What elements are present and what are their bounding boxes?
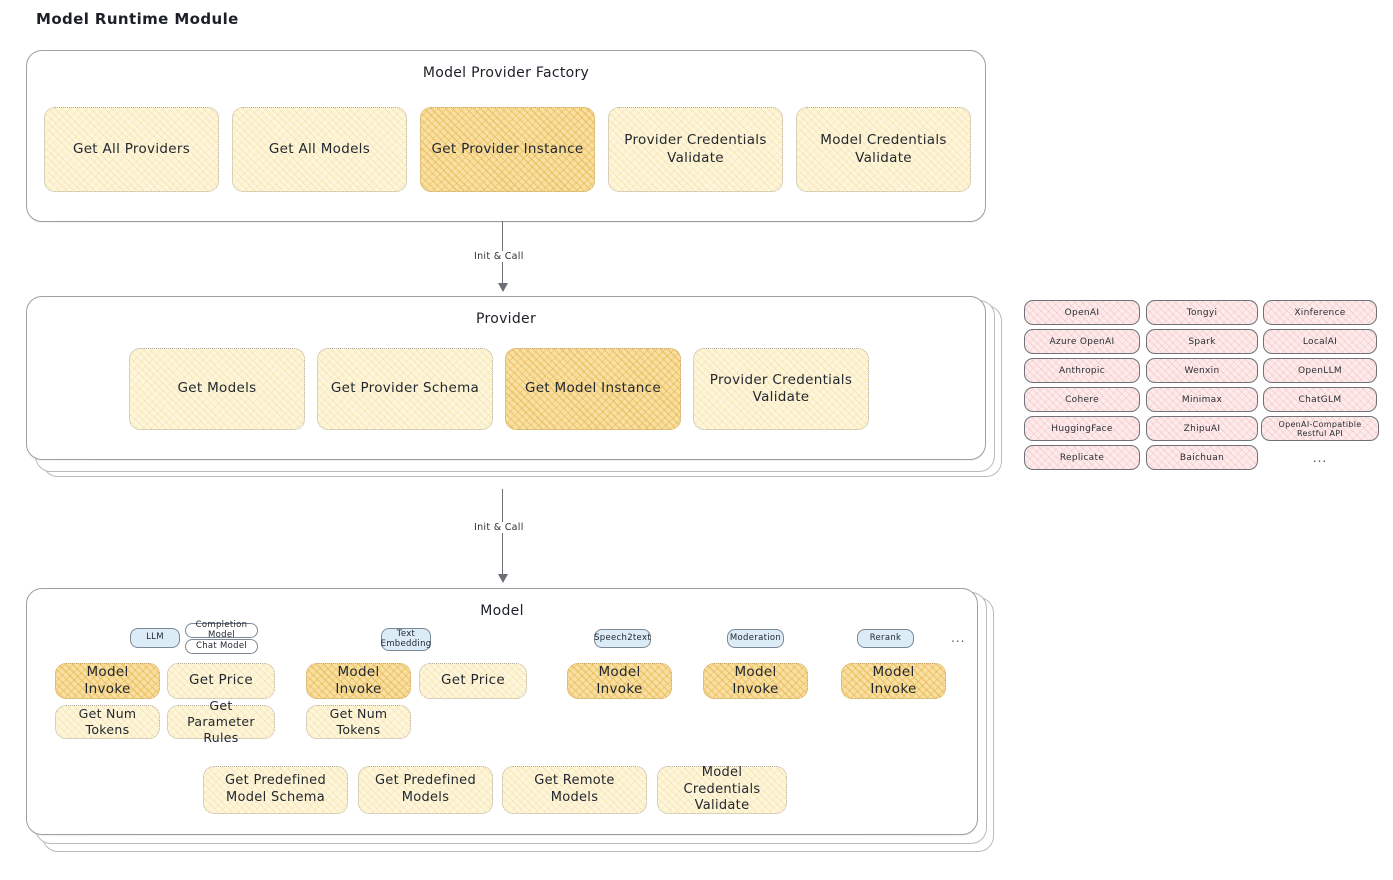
model-badge-speech2text[interactable]: Speech2text — [594, 629, 651, 648]
model-groups-ellipsis: ... — [951, 631, 966, 645]
model-badge-text-embedding[interactable]: Text Embedding — [381, 628, 431, 651]
provider-chip-openllm[interactable]: OpenLLM — [1263, 358, 1377, 383]
node-llm-get-parameter-rules[interactable]: Get Parameter Rules — [167, 698, 275, 745]
model-badge-rerank[interactable]: Rerank — [857, 629, 914, 648]
provider-list-ellipsis: ... — [1312, 451, 1328, 465]
node-get-model-instance[interactable]: Get Model Instance — [505, 348, 681, 430]
model-title: Model — [480, 603, 524, 619]
arrow-1-label: Init & Call — [470, 251, 528, 262]
node-speech2text-model-invoke[interactable]: Model Invoke — [567, 663, 672, 699]
node-get-models[interactable]: Get Models — [129, 348, 305, 430]
model-badge-moderation[interactable]: Moderation — [727, 629, 784, 648]
provider-title: Provider — [475, 311, 537, 327]
model-badge-chat-model[interactable]: Chat Model — [185, 639, 258, 654]
arrow-2-head — [498, 574, 508, 583]
node-get-provider-schema[interactable]: Get Provider Schema — [317, 348, 493, 430]
provider-chip-cohere[interactable]: Cohere — [1024, 387, 1140, 412]
factory-title: Model Provider Factory — [422, 65, 590, 81]
model-badge-completion-model[interactable]: Completion Model — [185, 620, 258, 639]
node-get-provider-instance[interactable]: Get Provider Instance — [420, 107, 595, 192]
node-llm-get-num-tokens[interactable]: Get Num Tokens — [55, 705, 160, 739]
arrow-1-head — [498, 283, 508, 292]
provider-chip-huggingface[interactable]: HuggingFace — [1024, 416, 1140, 441]
provider-chip-spark[interactable]: Spark — [1146, 329, 1258, 354]
arrow-2-line — [502, 489, 504, 577]
node-embedding-get-num-tokens[interactable]: Get Num Tokens — [306, 705, 411, 739]
node-embedding-model-invoke[interactable]: Model Invoke — [306, 663, 411, 699]
provider-chip-chatglm[interactable]: ChatGLM — [1263, 387, 1377, 412]
node-model-credentials-validate[interactable]: Model Credentials Validate — [657, 765, 787, 814]
provider-chip-zhipuai[interactable]: ZhipuAI — [1146, 416, 1258, 441]
node-get-predefined-models[interactable]: Get Predefined Models — [358, 766, 493, 814]
node-model-credentials-validate-factory[interactable]: Model Credentials Validate — [796, 107, 971, 192]
provider-chip-localai[interactable]: LocalAI — [1263, 329, 1377, 354]
node-provider-credentials-validate[interactable]: Provider Credentials Validate — [693, 348, 869, 430]
provider-chip-anthropic[interactable]: Anthropic — [1024, 358, 1140, 383]
provider-chip-azure-openai[interactable]: Azure OpenAI — [1024, 329, 1140, 354]
provider-chip-openai[interactable]: OpenAI — [1024, 300, 1140, 325]
node-get-predefined-model-schema[interactable]: Get Predefined Model Schema — [203, 766, 348, 814]
provider-chip-replicate[interactable]: Replicate — [1024, 445, 1140, 470]
provider-chip-xinference[interactable]: Xinference — [1263, 300, 1377, 325]
node-get-all-providers[interactable]: Get All Providers — [44, 107, 219, 192]
provider-chip-baichuan[interactable]: Baichuan — [1146, 445, 1258, 470]
node-get-all-models[interactable]: Get All Models — [232, 107, 407, 192]
provider-chip-openai-compatible[interactable]: OpenAI-Compatible Restful API — [1261, 416, 1379, 441]
provider-chip-minimax[interactable]: Minimax — [1146, 387, 1258, 412]
provider-chip-tongyi[interactable]: Tongyi — [1146, 300, 1258, 325]
arrow-2-label: Init & Call — [470, 522, 528, 533]
node-embedding-get-price[interactable]: Get Price — [419, 663, 527, 699]
page-title: Model Runtime Module — [36, 10, 239, 28]
node-provider-credentials-validate-factory[interactable]: Provider Credentials Validate — [608, 107, 783, 192]
node-llm-model-invoke[interactable]: Model Invoke — [55, 663, 160, 699]
node-llm-get-price[interactable]: Get Price — [167, 663, 275, 699]
node-get-remote-models[interactable]: Get Remote Models — [502, 766, 647, 814]
node-rerank-model-invoke[interactable]: Model Invoke — [841, 663, 946, 699]
node-moderation-model-invoke[interactable]: Model Invoke — [703, 663, 808, 699]
model-badge-llm[interactable]: LLM — [130, 628, 180, 648]
provider-chip-wenxin[interactable]: Wenxin — [1146, 358, 1258, 383]
